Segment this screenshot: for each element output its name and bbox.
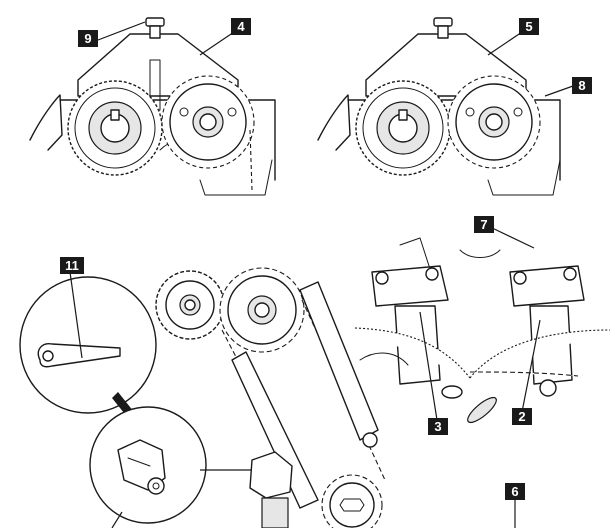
- camshaft-view-right: [317, 17, 561, 196]
- callout-5: 5: [519, 18, 539, 35]
- chain-drive-view: [155, 267, 386, 528]
- callout-11-label: 11: [65, 258, 79, 273]
- callout-7: 7: [474, 216, 494, 233]
- callout-3-label: 3: [434, 419, 441, 434]
- callout-8-label: 8: [578, 78, 585, 93]
- callout-5-label: 5: [525, 19, 532, 34]
- tensioner-detail: [19, 276, 252, 528]
- callout-8: 8: [572, 77, 592, 94]
- callout-7-label: 7: [480, 217, 487, 232]
- callout-9: 9: [78, 30, 98, 47]
- callout-4-label: 4: [237, 19, 245, 34]
- callout-2: 2: [512, 408, 532, 425]
- camshaft-view-left: [29, 17, 276, 196]
- callout-6-label: 6: [511, 484, 518, 499]
- camshaft-bearing-view: [354, 237, 611, 424]
- callout-2-label: 2: [518, 409, 525, 424]
- callout-6: 6: [505, 483, 525, 500]
- callout-11: 11: [60, 257, 84, 274]
- leader-lines: [69, 21, 574, 528]
- callout-3: 3: [428, 418, 448, 435]
- callout-9-label: 9: [84, 31, 91, 46]
- callout-4: 4: [231, 18, 251, 35]
